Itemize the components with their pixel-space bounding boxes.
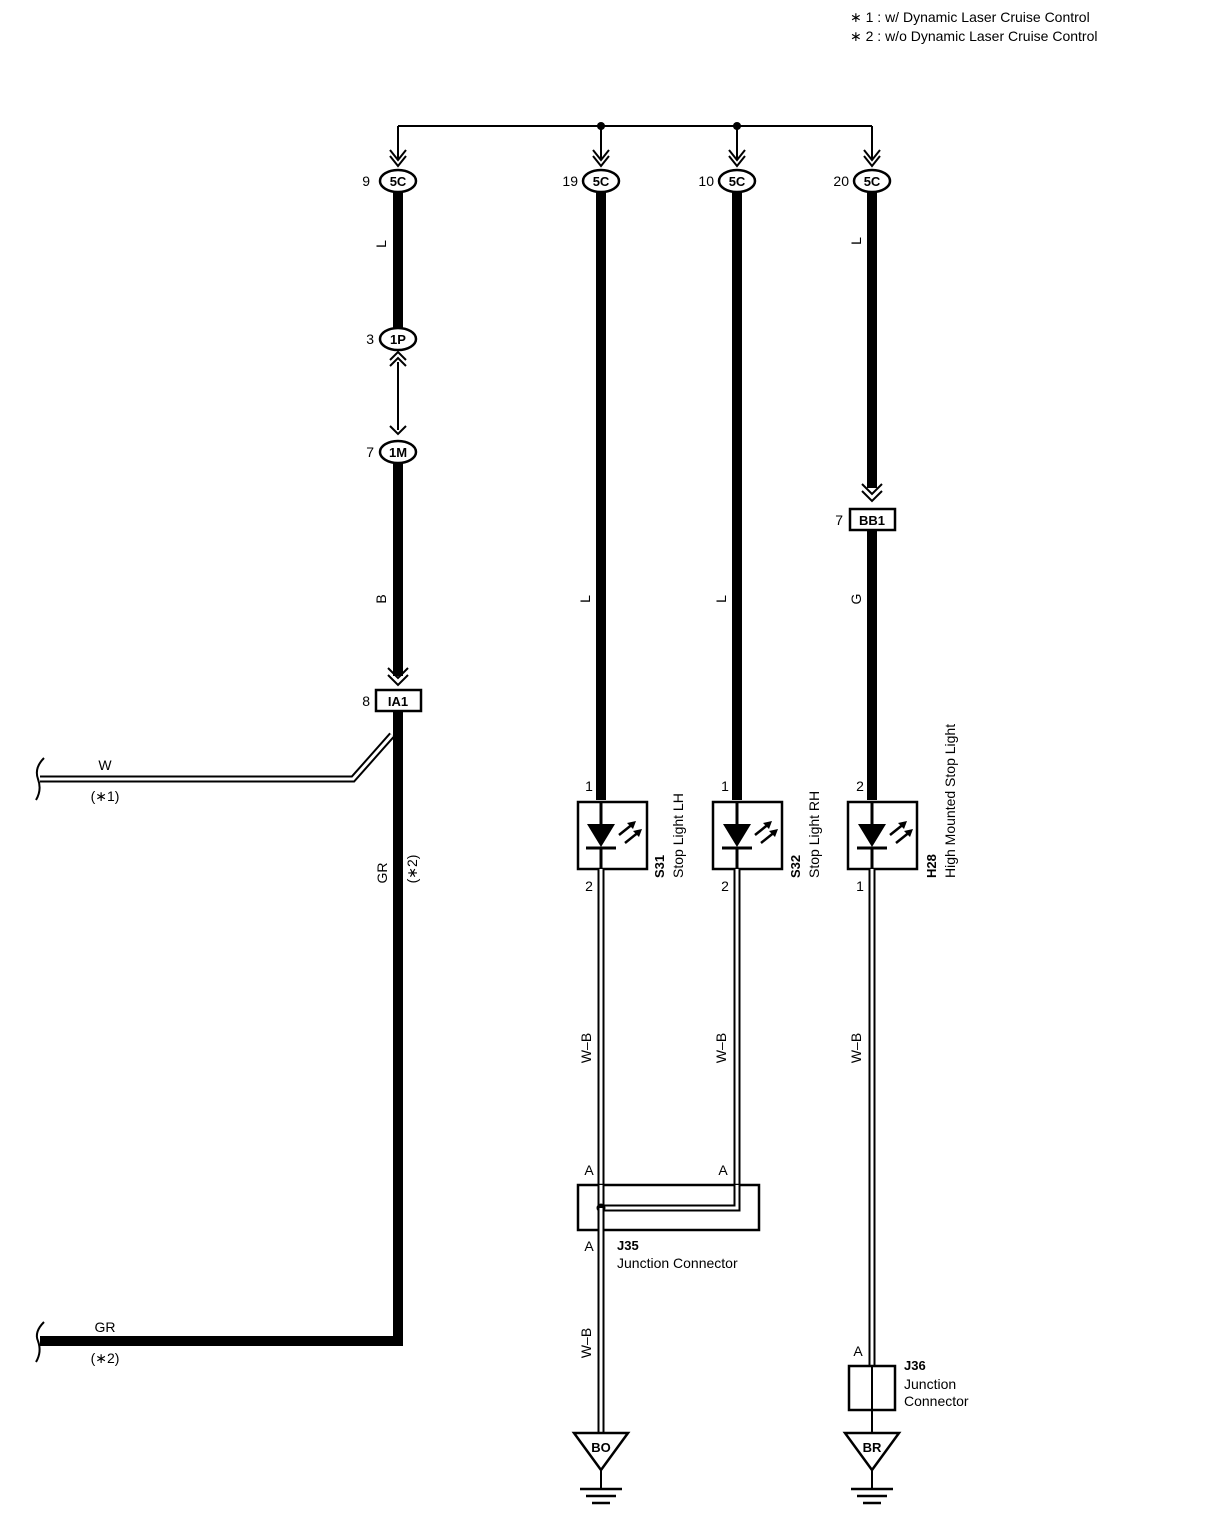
connector-5c-pin9: 5C 9 [362, 168, 418, 194]
svg-text:Stop Light LH: Stop Light LH [670, 793, 686, 878]
svg-text:5C: 5C [390, 174, 407, 189]
svg-text:1: 1 [721, 778, 729, 794]
wire-label-gr: GR [95, 1319, 116, 1335]
svg-text:Stop Light RH: Stop Light RH [806, 791, 822, 878]
connector-ia1: IA1 8 [362, 688, 423, 713]
stop-light-rh: 1 2 S32 Stop Light RH [711, 778, 822, 894]
ground-bo-icon: BO [571, 1431, 631, 1505]
wire-label-w: W [98, 757, 112, 773]
connector-1p-1m-link [389, 350, 407, 436]
svg-text:1: 1 [856, 878, 864, 894]
svg-text:2: 2 [856, 778, 864, 794]
svg-text:1P: 1P [390, 332, 406, 347]
svg-text:Junction: Junction [904, 1376, 956, 1392]
svg-text:19: 19 [562, 173, 578, 189]
light-emission-icon [618, 821, 642, 844]
connector-1m: 1M 7 [366, 439, 418, 465]
light-emission-icon [889, 821, 913, 844]
svg-text:8: 8 [362, 693, 370, 709]
wire-label-col1-top: L [373, 240, 389, 248]
svg-text:BO: BO [591, 1440, 611, 1455]
svg-text:S31: S31 [652, 855, 667, 878]
svg-text:S32: S32 [788, 855, 803, 878]
svg-text:J35: J35 [617, 1238, 639, 1253]
wire-col1-gr [40, 711, 403, 1346]
svg-text:20: 20 [833, 173, 849, 189]
wire-label-col1-mid: B [373, 594, 389, 603]
connector-5c-pin19: 5C 19 [562, 168, 621, 194]
chevron-arrows-ia1 [387, 667, 409, 687]
wire-note-w: (∗1) [91, 788, 120, 804]
connector-bb1: BB1 7 [835, 507, 897, 532]
wire-w-branch [40, 732, 395, 783]
svg-text:A: A [584, 1238, 594, 1254]
wire-label-wb-s31: W–B [578, 1033, 594, 1063]
svg-text:10: 10 [698, 173, 714, 189]
svg-text:5C: 5C [864, 174, 881, 189]
wire-break-symbol-gr [35, 1321, 45, 1363]
svg-text:1M: 1M [389, 445, 407, 460]
legend-note-1: ∗ 1 : w/ Dynamic Laser Cruise Control [850, 9, 1090, 25]
connector-1p: 1P 3 [366, 326, 418, 352]
svg-text:A: A [853, 1343, 863, 1359]
led-diode-icon [858, 824, 886, 847]
wire-label-wb-j35: W–B [578, 1328, 594, 1358]
wire-label-col4-mid: G [848, 594, 864, 605]
connector-5c-pin10: 5C 10 [698, 168, 757, 194]
svg-text:9: 9 [362, 173, 370, 189]
wire-label-wb-h28: W–B [848, 1033, 864, 1063]
light-emission-icon [754, 821, 778, 844]
svg-text:5C: 5C [729, 174, 746, 189]
svg-text:BB1: BB1 [859, 513, 885, 528]
connector-5c-pin20: 5C 20 [833, 168, 892, 194]
junction-connector-j35: A A A J35 Junction Connector [576, 1162, 761, 1271]
svg-text:1: 1 [585, 778, 593, 794]
svg-text:5C: 5C [593, 174, 610, 189]
svg-text:A: A [718, 1162, 728, 1178]
wire-label-wb-s32: W–B [713, 1033, 729, 1063]
wire-break-symbol-w [35, 757, 45, 801]
led-diode-icon [723, 824, 751, 847]
svg-text:BR: BR [863, 1440, 882, 1455]
legend-note-2: ∗ 2 : w/o Dynamic Laser Cruise Control [850, 28, 1097, 44]
svg-text:H28: H28 [924, 854, 939, 878]
svg-text:7: 7 [366, 444, 374, 460]
junction-connector-j36: A J36 Junction Connector [847, 1343, 969, 1412]
wire-note-col1-bottom: (∗2) [404, 855, 420, 884]
chevron-arrows-bb1 [861, 483, 883, 503]
svg-text:2: 2 [585, 878, 593, 894]
svg-text:7: 7 [835, 512, 843, 528]
svg-text:Junction Connector: Junction Connector [617, 1255, 738, 1271]
wire-label-col2: L [577, 595, 593, 603]
high-mounted-stop-light: 2 1 H28 High Mounted Stop Light [846, 724, 958, 894]
wire-label-col3: L [713, 595, 729, 603]
wire-note-gr: (∗2) [91, 1350, 120, 1366]
svg-text:3: 3 [366, 331, 374, 347]
chevron-arrows-top [389, 149, 881, 168]
svg-text:Connector: Connector [904, 1393, 969, 1409]
led-diode-icon [587, 824, 615, 847]
svg-text:High Mounted Stop Light: High Mounted Stop Light [942, 724, 958, 878]
wire-label-col4-top: L [848, 237, 864, 245]
wire-label-col1-bottom: GR [374, 863, 390, 884]
ground-br-icon: BR [842, 1431, 902, 1505]
svg-text:A: A [584, 1162, 594, 1178]
svg-text:2: 2 [721, 878, 729, 894]
svg-text:IA1: IA1 [388, 694, 408, 709]
stop-light-lh: 1 2 S31 Stop Light LH [576, 778, 686, 894]
svg-text:J36: J36 [904, 1358, 926, 1373]
